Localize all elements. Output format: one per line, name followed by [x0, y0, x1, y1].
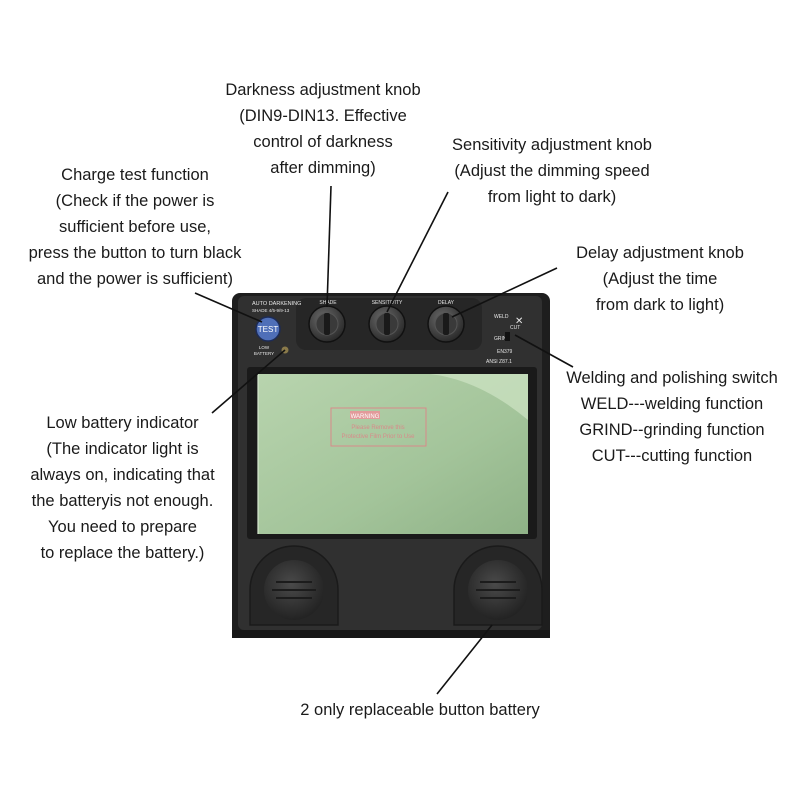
brand-line-1: AUTO DARKENING	[252, 301, 301, 307]
callout-sensitivity-line: (Adjust the dimming speed	[454, 162, 650, 180]
weld-grind-switch[interactable]: WELD CUT GRIND ✕	[494, 314, 523, 342]
callout-low-battery-title: Low battery indicator	[46, 414, 199, 432]
warning-line-1: Please Remove this	[351, 425, 404, 431]
callout-battery-title: 2 only replaceable button battery	[300, 701, 540, 719]
leader-charge	[194, 292, 263, 323]
standards-marking: EN379 ANSI Z87.1	[486, 349, 513, 365]
callout-darkness-line: after dimming)	[270, 159, 376, 177]
callout-sensitivity: Sensitivity adjustment knob (Adjust the …	[429, 132, 675, 210]
callout-switch-line: WELD---welding function	[580, 395, 764, 413]
warning-line-2: Protective Film Prior to Use	[341, 434, 415, 440]
shade-knob[interactable]: SHADE	[308, 300, 346, 343]
filter-lens	[247, 367, 537, 539]
switch-label-grind: GRIND	[494, 336, 511, 342]
callout-charge: Charge test function (Check if the power…	[0, 162, 270, 292]
callout-darkness-line: control of darkness	[253, 133, 393, 151]
callout-delay-line: (Adjust the time	[602, 270, 718, 288]
callout-switch: Welding and polishing switch WELD---weld…	[549, 365, 795, 469]
callout-delay-line: from dark to light)	[595, 296, 725, 314]
callout-sensitivity-line: from light to dark)	[487, 188, 617, 206]
callout-low-battery-line: always on, indicating that	[30, 466, 215, 484]
callout-switch-line: GRIND--grinding function	[579, 421, 765, 439]
sensitivity-knob-label: SENSITIVITY	[372, 300, 403, 306]
sensitivity-knob[interactable]: SENSITIVITY	[368, 300, 406, 343]
disposal-icon: ✕	[515, 316, 523, 327]
callout-switch-title: Welding and polishing switch	[566, 369, 778, 387]
callout-low-battery-line: You need to prepare	[48, 518, 197, 536]
standard-ansi: ANSI Z87.1	[486, 359, 512, 365]
low-battery-label-2: BATTERY	[254, 351, 274, 356]
callout-low-battery-line: the batteryis not enough.	[31, 492, 214, 510]
callout-darkness-title: Darkness adjustment knob	[225, 81, 421, 99]
leader-delay	[451, 267, 558, 318]
brand-label: AUTO DARKENING SHADE 4/5-9/9-13	[252, 301, 301, 313]
callout-delay: Delay adjustment knob (Adjust the time f…	[550, 240, 770, 318]
brand-line-2: SHADE 4/5-9/9-13	[252, 308, 290, 313]
callout-low-battery: Low battery indicator (The indicator lig…	[10, 410, 235, 566]
callout-battery: 2 only replaceable button battery	[270, 697, 570, 723]
test-button[interactable]: TEST	[255, 316, 281, 342]
leader-lines	[194, 185, 574, 695]
warning-title: WARNING	[351, 414, 380, 420]
leader-darkness	[326, 185, 332, 308]
callout-low-battery-line: (The indicator light is	[46, 440, 199, 458]
battery-cover-left[interactable]	[249, 545, 339, 626]
callout-darkness: Darkness adjustment knob (DIN9-DIN13. Ef…	[205, 77, 441, 181]
leader-switch	[514, 334, 574, 368]
callout-sensitivity-title: Sensitivity adjustment knob	[452, 136, 652, 154]
callout-charge-line: sufficient before use,	[59, 218, 211, 236]
battery-cover-right[interactable]	[453, 545, 543, 626]
callout-darkness-line: (DIN9-DIN13. Effective	[239, 107, 407, 125]
switch-label-cut: CUT	[510, 325, 520, 331]
callout-delay-title: Delay adjustment knob	[576, 244, 744, 262]
callout-charge-line: (Check if the power is	[55, 192, 215, 210]
callout-switch-line: CUT---cutting function	[591, 447, 753, 465]
standard-en: EN379	[497, 349, 513, 355]
callout-charge-title: Charge test function	[61, 166, 209, 184]
leader-sensitivity	[386, 191, 449, 313]
callout-charge-line: press the button to turn black	[28, 244, 242, 262]
warning-sticker: WARNING Please Remove this Protective Fi…	[330, 407, 427, 447]
test-button-label: TEST	[258, 325, 279, 334]
leader-low-battery	[211, 349, 286, 414]
delay-knob-label: DELAY	[438, 300, 455, 306]
low-battery-label-1: LOW	[259, 345, 270, 350]
leader-battery	[436, 624, 493, 695]
switch-label-weld: WELD	[494, 314, 509, 320]
callout-low-battery-line: to replace the battery.)	[40, 544, 205, 562]
shade-knob-label: SHADE	[319, 300, 337, 306]
callout-charge-line: and the power is sufficient)	[37, 270, 233, 288]
